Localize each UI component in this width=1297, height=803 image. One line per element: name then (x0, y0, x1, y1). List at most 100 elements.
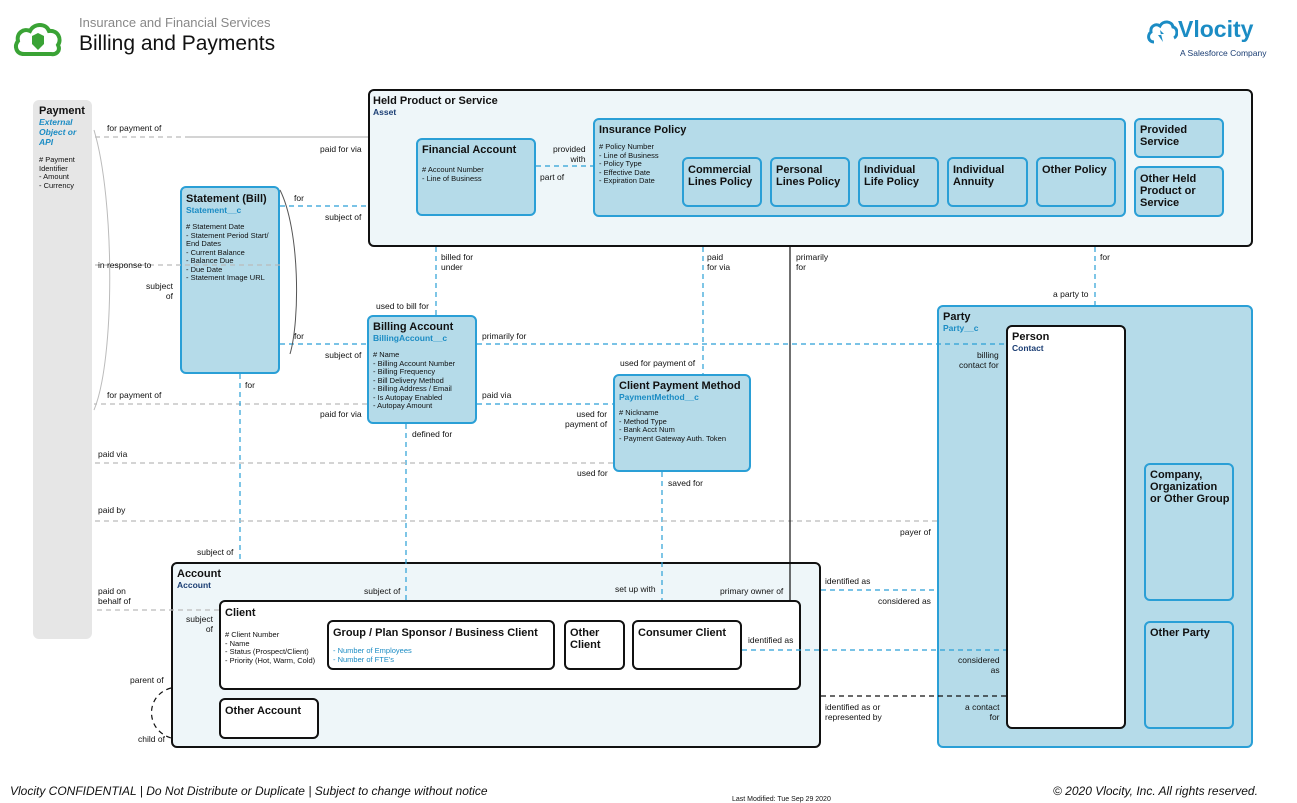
provided-service-title: Provided Service (1140, 124, 1188, 148)
rel-paid-for-via-3: paid for via (320, 409, 362, 419)
page-title: Billing and Payments (79, 32, 276, 55)
rel-subject-of-4: subject of (197, 547, 234, 557)
other-policy-title: Other Policy (1042, 164, 1107, 176)
rel-primarily-for-1: primarily for (796, 252, 829, 272)
other-policy-entity (1036, 157, 1116, 207)
person-title: Person (1012, 331, 1050, 343)
rel-a-party-to: a party to (1053, 289, 1089, 299)
statement-fields: # Statement Date - Statement Period Star… (186, 222, 269, 282)
billing-account-entity (367, 315, 477, 424)
insurance-policy-title: Insurance Policy (599, 124, 687, 136)
consumer-client-title: Consumer Client (638, 627, 727, 639)
payment-api-name: External Object or API (39, 117, 77, 147)
rel-subject-of-1: subject of (325, 212, 362, 222)
rel-paid-by: paid by (98, 505, 126, 515)
statement-entity (180, 186, 280, 374)
party-title: Party (943, 311, 971, 323)
other-account-entity (219, 698, 319, 739)
rel-defined-for: defined for (412, 429, 453, 439)
rel-identified-as-or-represented-by: identified as or represented by (825, 702, 882, 722)
client-title: Client (225, 607, 256, 619)
other-held-product-title: Other Held Product or Service (1140, 173, 1197, 209)
rel-subject-of-6: subject of (186, 614, 213, 634)
other-held-product-entity (1134, 166, 1224, 217)
rel-billing-contact-for: billing contact for (959, 350, 999, 370)
client-fields: # Client Number - Name - Status (Prospec… (225, 630, 316, 665)
billing-account-fields: # Name - Billing Account Number - Billin… (373, 350, 456, 410)
vlocity-logo-tagline: A Salesforce Company (1180, 48, 1267, 58)
group-sponsor-entity (327, 620, 555, 670)
rel-primarily-for-2: primarily for (482, 331, 527, 341)
client-payment-method-api-name: PaymentMethod__c (619, 392, 699, 402)
insurance-policy-fields: # Policy Number - Line of Business - Pol… (599, 142, 659, 185)
statement-api-name: Statement__c (186, 205, 242, 215)
financial-account-fields: # Account Number - Line of Business (422, 165, 484, 183)
company-title: Company, Organization or Other Group (1150, 469, 1230, 505)
rel-a-contact-for: a contact for (965, 702, 1000, 722)
rel-paid-for-via-2: paid for via (707, 252, 731, 272)
rel-used-for: used for (577, 468, 608, 478)
financial-account-entity (416, 138, 536, 216)
rel-paid-via-1: paid via (482, 390, 512, 400)
footer-last-modified: Last Modified: Tue Sep 29 2020 (732, 796, 831, 803)
rel-parent-of: parent of (130, 675, 164, 685)
group-sponsor-fields: - Number of Employees - Number of FTE's (333, 646, 412, 664)
personal-lines-policy-title: Personal Lines Policy (776, 164, 841, 188)
individual-life-policy-title: Individual Life Policy (864, 164, 920, 188)
rel-paid-on-behalf-of: paid on behalf of (98, 586, 131, 606)
rel-used-for-payment-of-1: used for payment of (620, 358, 696, 368)
rel-provided-with: provided with (553, 144, 586, 164)
person-entity (1006, 325, 1126, 729)
statement-title: Statement (Bill) (186, 193, 267, 205)
vlocity-logo: Vlocity A Salesforce Company (1146, 16, 1276, 61)
party-api-name: Party__c (943, 323, 979, 333)
held-product-title: Held Product or Service (373, 95, 498, 107)
rel-for-1: for (294, 193, 304, 203)
rel-subject-of-2: subject of (146, 281, 173, 301)
rel-set-up-with: set up with (615, 584, 656, 594)
footer-copyright: © 2020 Vlocity, Inc. All rights reserved… (1053, 784, 1258, 798)
company-entity (1144, 463, 1234, 601)
client-payment-method-entity (613, 374, 751, 472)
vlocity-logo-text: Vlocity (1178, 16, 1254, 42)
rel-payer-of: payer of (900, 527, 931, 537)
rel-for-4: for (245, 380, 255, 390)
rel-billed-for-under: billed for under (441, 252, 474, 272)
group-sponsor-title: Group / Plan Sponsor / Business Client (333, 627, 538, 639)
rel-paid-via-2: paid via (98, 449, 128, 459)
client-payment-method-fields: # Nickname - Method Type - Bank Acct Num… (619, 408, 727, 443)
billing-account-api-name: BillingAccount__c (373, 333, 448, 343)
rel-considered-as-1: considered as (878, 596, 931, 606)
rel-paid-for-via-1: paid for via (320, 144, 362, 154)
payment-entity (33, 100, 92, 639)
footer-confidential: Vlocity CONFIDENTIAL | Do Not Distribute… (10, 784, 488, 798)
provided-service-entity (1134, 118, 1224, 158)
person-api-name: Contact (1012, 343, 1044, 353)
rel-for-payment-of-1: for payment of (107, 123, 162, 133)
consumer-client-entity (632, 620, 742, 670)
rel-subject-of-5: subject of (364, 586, 401, 596)
payment-title: Payment (39, 105, 85, 117)
rel-used-to-bill-for: used to bill for (376, 301, 429, 311)
vlocity-logo-icon (1147, 20, 1178, 44)
rel-for-2: for (1100, 252, 1110, 262)
billing-account-title: Billing Account (373, 321, 454, 333)
rel-used-for-payment-of-2: used for payment of (565, 409, 608, 429)
rel-considered-as-2: considered as (958, 655, 1000, 675)
other-party-entity (1144, 621, 1234, 729)
rel-primary-owner-of: primary owner of (720, 586, 784, 596)
rel-identified-as-1: identified as (825, 576, 871, 586)
account-api-name: Account (177, 580, 211, 590)
rel-saved-for: saved for (668, 478, 703, 488)
individual-annuity-entity (947, 157, 1028, 207)
rel-subject-of-3: subject of (325, 350, 362, 360)
rel-identified-as-2: identified as (748, 635, 794, 645)
other-client-entity (564, 620, 625, 670)
other-party-title: Other Party (1150, 627, 1210, 639)
payment-fields: # Payment Identifier - Amount - Currency (39, 155, 75, 190)
commercial-lines-policy-entity (682, 157, 762, 207)
account-title: Account (177, 568, 221, 580)
financial-account-title: Financial Account (422, 144, 517, 156)
personal-lines-policy-entity (770, 157, 850, 207)
